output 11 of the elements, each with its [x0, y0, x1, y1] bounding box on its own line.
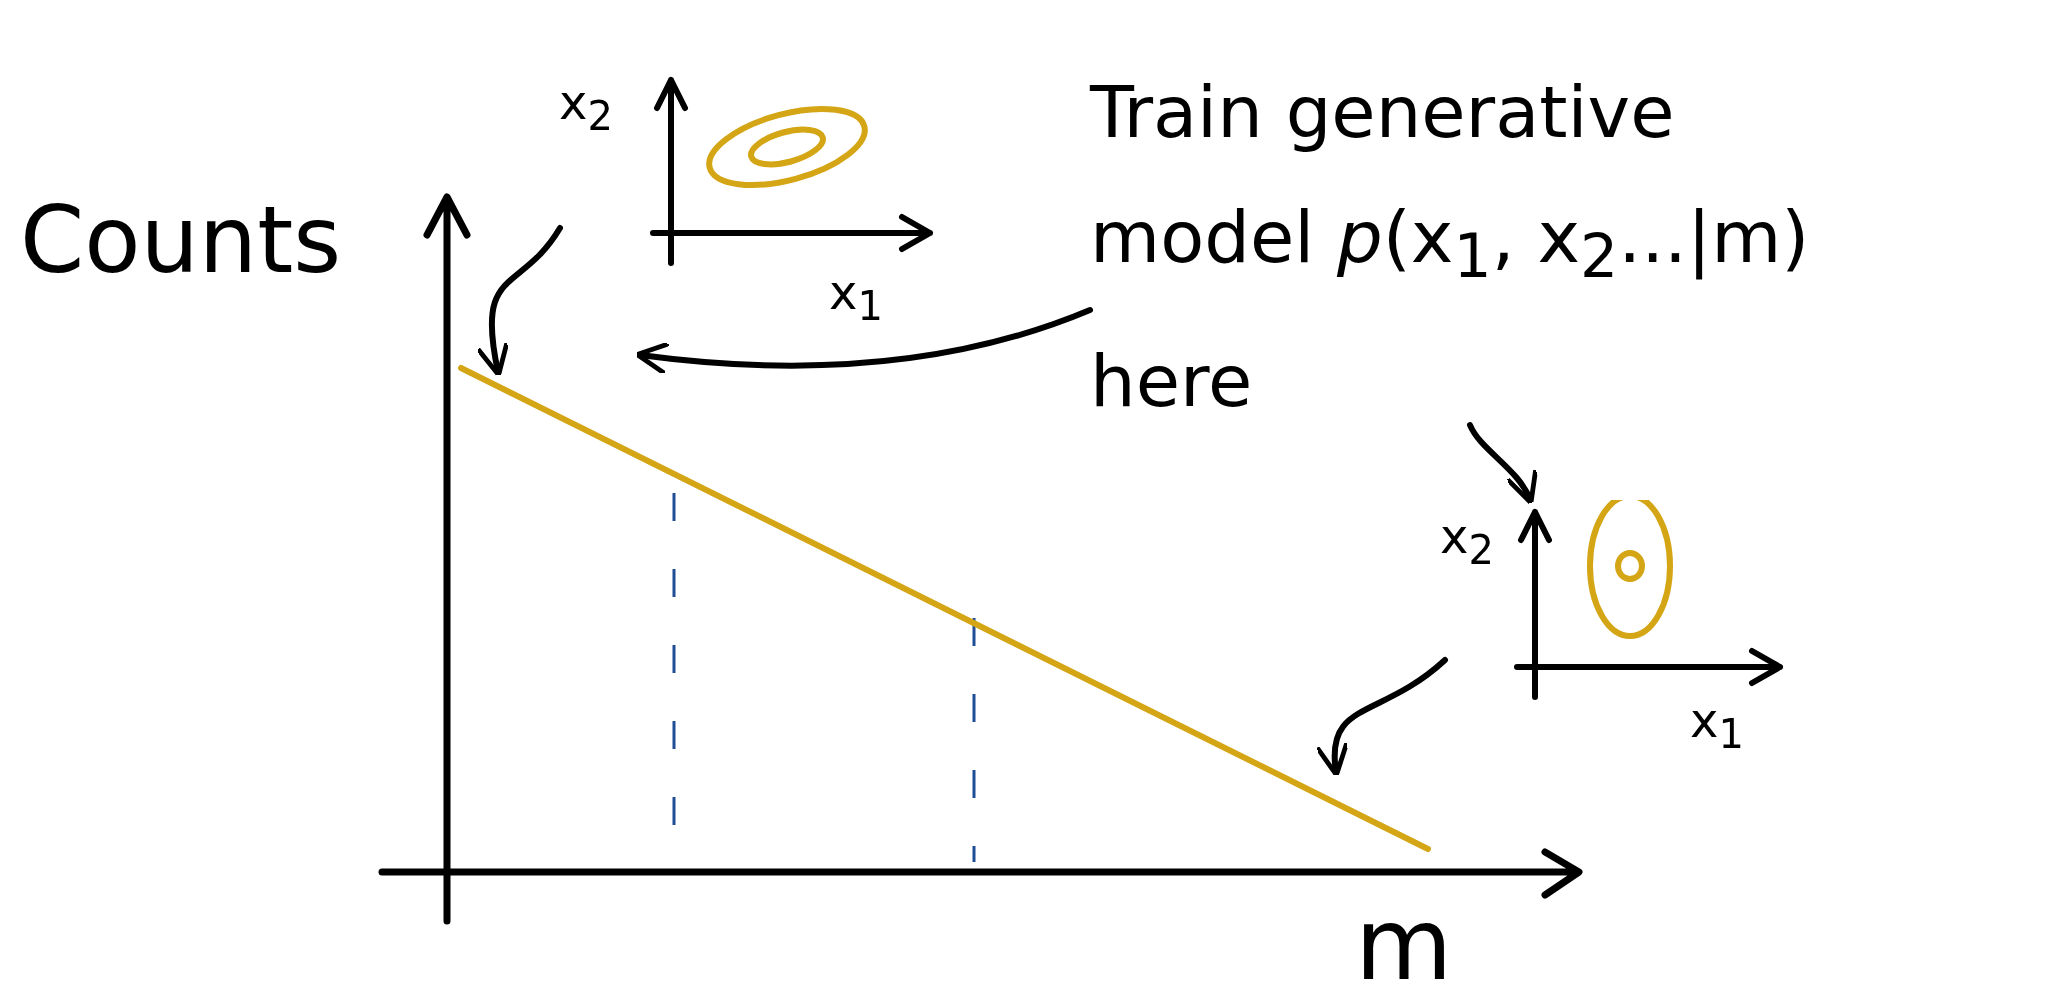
axis-label: x$_{1}$ [1690, 696, 1744, 754]
arrow [1316, 657, 1448, 778]
arrow [476, 225, 563, 378]
annotation-text: Train generative model p(x$_{1}$, x$_{2}$...|m) here [1090, 69, 1811, 426]
axis-label: x$_{2}$ [559, 78, 613, 136]
axis-label: m [1355, 895, 1453, 994]
axis-label: x$_{1}$ [829, 268, 883, 326]
arrow [634, 307, 1093, 376]
arrow [1467, 422, 1536, 506]
axis-label: x$_{2}$ [1440, 512, 1494, 570]
axis-label: Counts [20, 195, 342, 287]
